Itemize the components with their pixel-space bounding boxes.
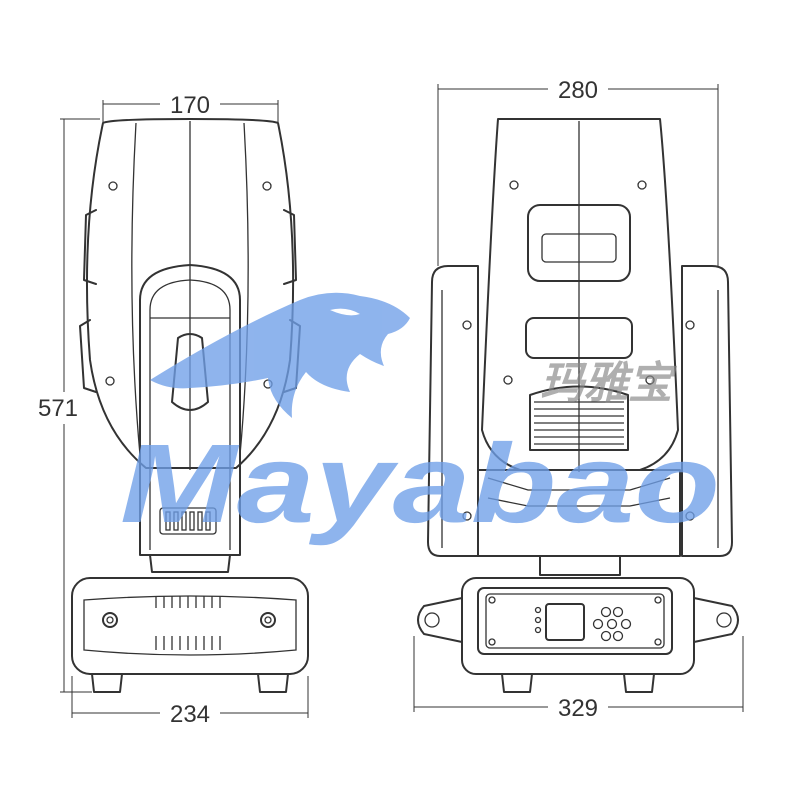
front-vent-lines bbox=[534, 401, 624, 445]
dim-side-base-width: 234 bbox=[170, 701, 210, 728]
dim-front-base-width: 329 bbox=[558, 695, 598, 722]
watermark-brand: Mayabao bbox=[120, 421, 720, 546]
side-vent-slots bbox=[165, 511, 211, 531]
watermark-brand-cn: 玛雅宝 bbox=[540, 359, 678, 408]
lcd-display-icon bbox=[545, 603, 585, 641]
leopard-logo-icon bbox=[150, 292, 410, 418]
dimension-labels: 170 571 234 280 329 bbox=[38, 77, 598, 728]
dim-front-top-width: 280 bbox=[558, 77, 598, 104]
control-buttons bbox=[592, 606, 632, 642]
side-view bbox=[71, 118, 309, 693]
dimension-lines bbox=[60, 84, 744, 718]
front-view bbox=[417, 118, 739, 693]
base-slots-side bbox=[155, 596, 221, 650]
dim-side-top-width: 170 bbox=[170, 92, 210, 119]
dim-side-height: 571 bbox=[38, 395, 78, 422]
watermark: 玛雅宝 Mayabao bbox=[120, 292, 720, 546]
